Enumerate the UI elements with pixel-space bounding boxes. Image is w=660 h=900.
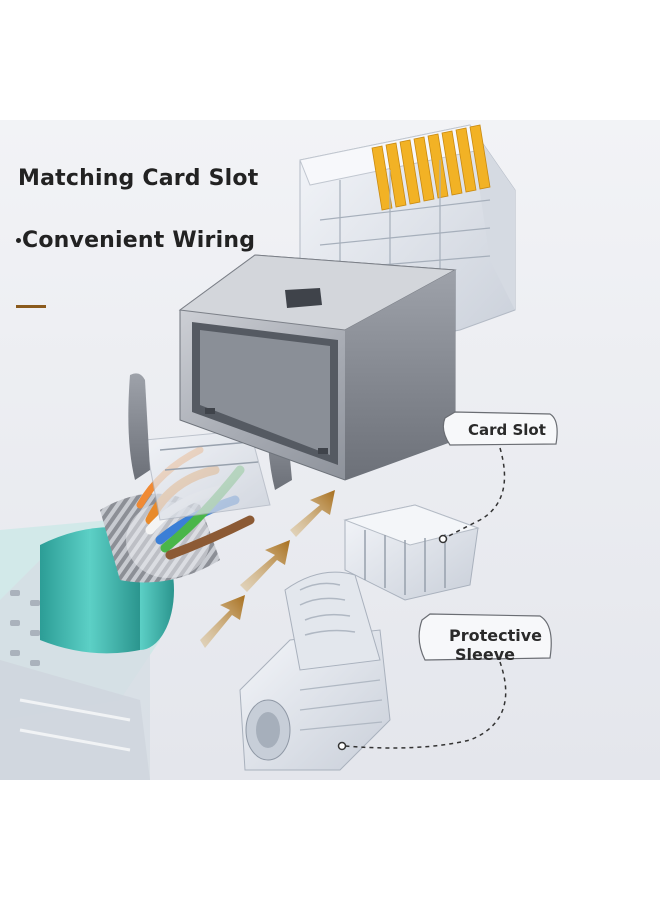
bullet-dot [16,238,21,243]
protective-sleeve-label-line2: Sleeve [455,645,515,664]
wire-manager-inserted [144,429,271,521]
card-slot-leader-line [444,447,506,539]
protective-sleeve-label-line1: Protective [449,626,543,645]
protective-sleeve-part [239,571,391,771]
product-scene [0,120,660,780]
shield-tab-left [128,373,150,480]
accent-bar [16,305,46,308]
rj45-connector-illustration [0,120,660,780]
card-slot-leader-dot [438,534,448,544]
metal-shield-housing [178,254,457,481]
headline-convenient-wiring: Convenient Wiring [22,228,256,253]
headline-matching-card-slot: Matching Card Slot [18,166,259,191]
card-slot-callout-bubble [442,411,558,446]
protective-sleeve-leader-line [344,661,507,749]
card-slot-label: Card Slot [468,421,546,439]
gold-contact-pins [371,124,491,211]
card-slot-part [343,504,480,601]
protective-sleeve-leader-dot [337,741,347,751]
protective-sleeve-callout-bubble [418,613,552,661]
direction-arrows [200,490,335,648]
